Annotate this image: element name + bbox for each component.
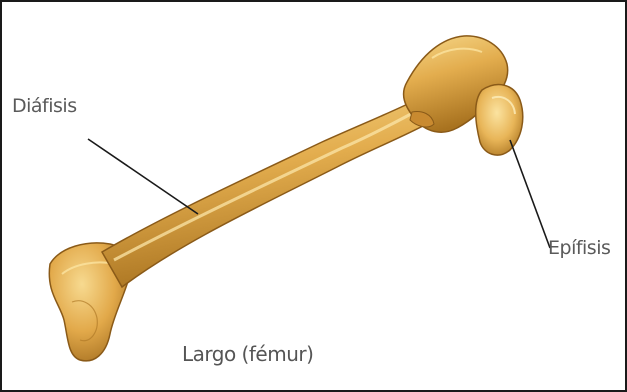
diaphysis-shaft [102, 98, 434, 287]
proximal-epiphysis [404, 36, 523, 155]
epifisis-label: Epífisis [548, 237, 610, 259]
diagram-caption: Largo (fémur) [182, 342, 313, 366]
diafisis-leader-line [88, 139, 198, 214]
epifisis-leader-line [510, 140, 550, 248]
diafisis-label: Diáfisis [12, 95, 77, 117]
